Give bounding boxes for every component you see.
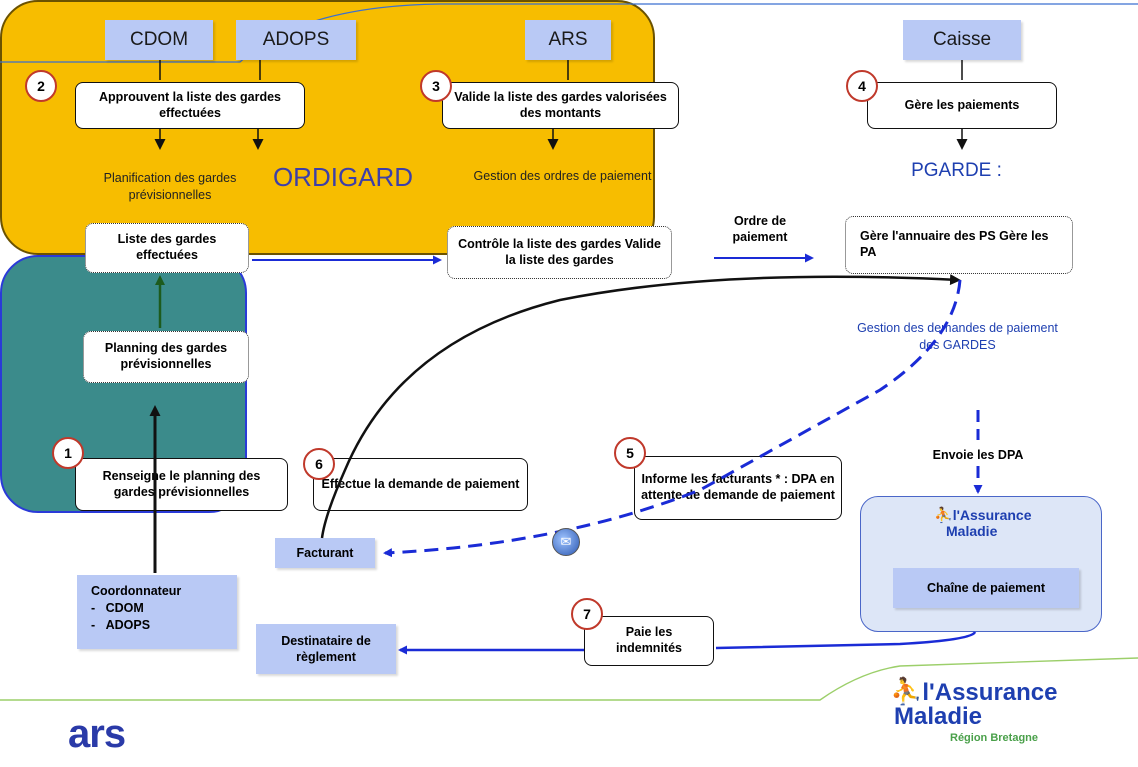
ordigard-title: ORDIGARD [272,162,414,192]
ordre-paiement-label: Ordre de paiement [732,214,788,245]
step-3-number: 3 [420,70,452,102]
chaine-paiement-box: Chaîne de paiement [893,568,1079,608]
am-logo-line1: l'Assurance [922,679,1058,706]
assurance-logo-line1: l'Assurance [952,507,1032,523]
step-6-box: Effectue la demande de paiement [313,458,528,511]
liste-gardes-box: Liste des gardes effectuées [85,223,249,273]
coordonnateur-item: - CDOM [91,600,144,615]
step-2-box: Approuvent la liste des gardes effectuée… [75,82,305,129]
coordonnateur-item: - ADOPS [91,617,151,632]
envoie-dpa-label: Envoie les DPA [932,448,1024,462]
controle-liste-box: Contrôle la liste des gardes Valide la l… [447,226,672,279]
assurance-figure-icon: ⛹ [934,507,953,524]
step-4-box: Gère les paiements [867,82,1057,129]
coordonnateur-title: Coordonnateur [91,584,182,598]
pgarde-gestion-label: Gestion des demandes de paiement des GAR… [857,321,1058,352]
step-1-number: 1 [52,437,84,469]
coordonnateur-box: Coordonnateur - CDOM - ADOPS [77,575,237,649]
pgarde-annuaire-box: Gère l'annuaire des PS Gère les PA [845,216,1073,274]
actor-cdom: CDOM [105,20,213,60]
am-logo-region: Région Bretagne [950,732,1039,744]
step-4-number: 4 [846,70,878,102]
pgarde-title: PGARDE : [911,160,1002,181]
ordigard-planification-label: Planification des gardes prévisionnelles [103,171,237,202]
assurance-maladie-box [860,496,1102,632]
step-2-number: 2 [25,70,57,102]
email-icon: ✉ [552,528,580,556]
actor-caisse: Caisse [903,20,1021,60]
step-7-box: Paie les indemnités [584,616,714,666]
planning-gardes-box: Planning des gardes prévisionnelles [83,331,249,383]
step-3-box: Valide la liste des gardes valorisées de… [442,82,679,129]
ars-logo: ars [68,712,126,756]
assurance-logo-small: ⛹l'Assurance Maladie [934,508,1032,538]
step-5-box: Informe les facturants * : DPA en attent… [634,456,842,520]
ordigard-gestion-label: Gestion des ordres de paiement [473,169,652,183]
step-1-box: Renseigne le planning des gardes prévisi… [75,458,288,511]
assurance-logo-line2: Maladie [946,522,998,539]
destinataire-box: Destinataire de règlement [256,624,396,674]
actor-adops: ADOPS [236,20,356,60]
step-7-number: 7 [571,598,603,630]
assurance-figure-icon: ⛹ [890,676,923,706]
step-5-number: 5 [614,437,646,469]
step-6-number: 6 [303,448,335,480]
assurance-maladie-logo: ⛹l'Assurance Maladie Région Bretagne [890,678,1057,745]
actor-ars: ARS [525,20,611,60]
facturant-box: Facturant [275,538,375,568]
am-logo-line2: Maladie [894,703,983,730]
